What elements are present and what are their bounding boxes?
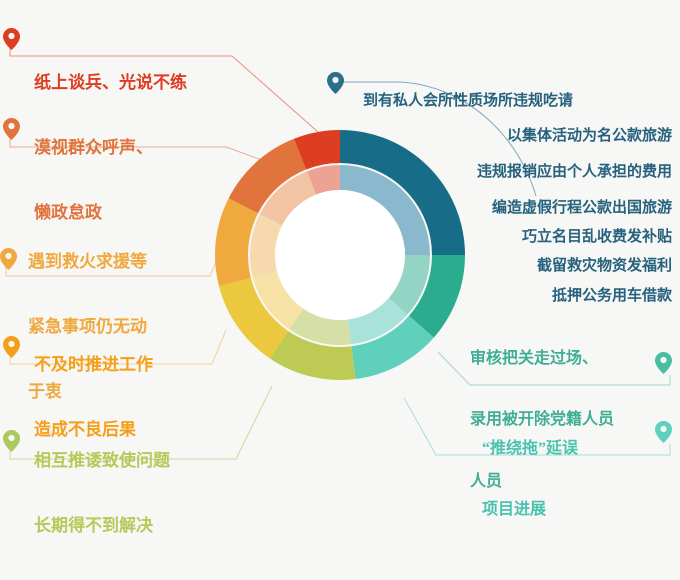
label-line: 不及时推进工作 [34, 354, 153, 374]
label-line: 长期得不到解决 [34, 515, 153, 535]
donut-inner-segment [306, 165, 340, 195]
pin-paper-talk [3, 28, 20, 50]
label-line: 懒政怠政 [34, 202, 102, 222]
pin-mutual-shirking [3, 430, 20, 452]
item-private-club-dining: 到有私人会所性质场所违规吃请 [348, 73, 573, 129]
donut-inner-segment [259, 171, 317, 226]
label-line: 紧急事项仍无动 [28, 316, 147, 336]
label-no-emergency-response: 遇到救火求援等 紧急事项仍无动 于衷 [28, 207, 147, 446]
label-line: “推绕拖”延误 [482, 439, 579, 457]
item-text: 违规报销应由个人承担的费用 [476, 163, 672, 180]
item-text: 截留救灾物资发福利 [536, 257, 672, 274]
donut-outer-segment [215, 198, 259, 287]
label-line: 于衷 [28, 382, 62, 401]
label-paper-talk: 纸上谈兵、光说不练 [34, 28, 187, 137]
donut-chart [215, 130, 465, 381]
pin-push-delay-project [655, 421, 672, 443]
item-fake-itinerary-travel: 编造虚假行程公款出国旅游 [477, 180, 672, 236]
label-line: 项目进展 [482, 501, 547, 519]
donut-outer-segment [269, 331, 356, 381]
donut-outer-segment [340, 130, 465, 255]
connector-paper-talk [9, 46, 319, 133]
connector-mutual-shirking [9, 385, 273, 460]
label-line: 相互推诿致使问题 [34, 450, 170, 470]
connector-ignore-public-voice [9, 136, 263, 161]
donut-inner-segment [388, 255, 430, 315]
donut-inner-segment [249, 214, 283, 278]
label-line: 遇到救火求援等 [28, 251, 147, 271]
item-text: 以集体活动为名公款旅游 [506, 127, 672, 144]
label-mutual-shirking: 相互推诿致使问题 长期得不到解决 [34, 406, 170, 580]
item-text: 编造虚假行程公款出国旅游 [491, 199, 672, 216]
label-push-delay-project: “推绕拖”延误 项目进展 [482, 398, 578, 562]
pin-private-club-dining [327, 72, 344, 94]
connector-push-delay [403, 397, 671, 456]
label-line: 录用被开除党籍人员 [470, 411, 615, 429]
item-improper-fees-subsidies: 巧立名目乱收费发补贴 [507, 209, 672, 265]
donut-outer-segment [293, 130, 340, 170]
connector-no-emergency-response [5, 261, 217, 277]
donut-outer-segment [228, 138, 307, 214]
label-line: 漠视群众呼声、 [34, 137, 153, 157]
pin-ignore-public-voice [3, 118, 20, 140]
donut-outer-segment [218, 277, 289, 359]
connector-delayed-work [9, 329, 227, 365]
donut-center-hole [275, 190, 405, 320]
donut-inner-segment [289, 308, 352, 345]
label-line: 人员 [470, 472, 503, 490]
donut-inner-segment [348, 297, 408, 345]
pin-lax-review-hiring [655, 352, 672, 374]
donut-inner-segment [252, 271, 304, 330]
infographic-canvas: 纸上谈兵、光说不练 漠视群众呼声、 懒政怠政 遇到救火求援等 紧急事项仍无动 于… [0, 28, 672, 535]
pin-delayed-work [3, 336, 20, 358]
item-text: 抵押公务用车借款 [551, 287, 672, 304]
item-text: 到有私人会所性质场所违规吃请 [363, 92, 574, 109]
connector-lax-review [437, 351, 671, 386]
label-line: 造成不良后果 [34, 419, 136, 439]
donut-outer-segment [351, 315, 434, 380]
item-withhold-disaster-relief: 截留救灾物资发福利 [522, 238, 672, 294]
item-pledge-official-vehicle: 抵押公务用车借款 [537, 268, 672, 324]
pin-no-emergency-response [0, 248, 17, 270]
label-line: 纸上谈兵、光说不练 [34, 72, 187, 92]
connector-lines [5, 46, 671, 460]
label-ignore-public-voice: 漠视群众呼声、 懒政怠政 [34, 93, 153, 267]
donut-inner-segment [340, 165, 430, 255]
connector-private-club [340, 81, 537, 197]
label-delayed-work: 不及时推进工作 造成不良后果 [34, 310, 153, 484]
label-lax-review-hiring: 审核把关走过场、 录用被开除党籍人员 人员 [470, 308, 614, 533]
item-group-activity-travel: 以集体活动为名公款旅游 [492, 108, 672, 164]
donut-outer-segment [409, 255, 465, 338]
item-improper-reimbursement: 违规报销应由个人承担的费用 [462, 144, 672, 200]
item-text: 巧立名目乱收费发补贴 [521, 228, 672, 245]
label-line: 审核把关走过场、 [470, 349, 599, 367]
